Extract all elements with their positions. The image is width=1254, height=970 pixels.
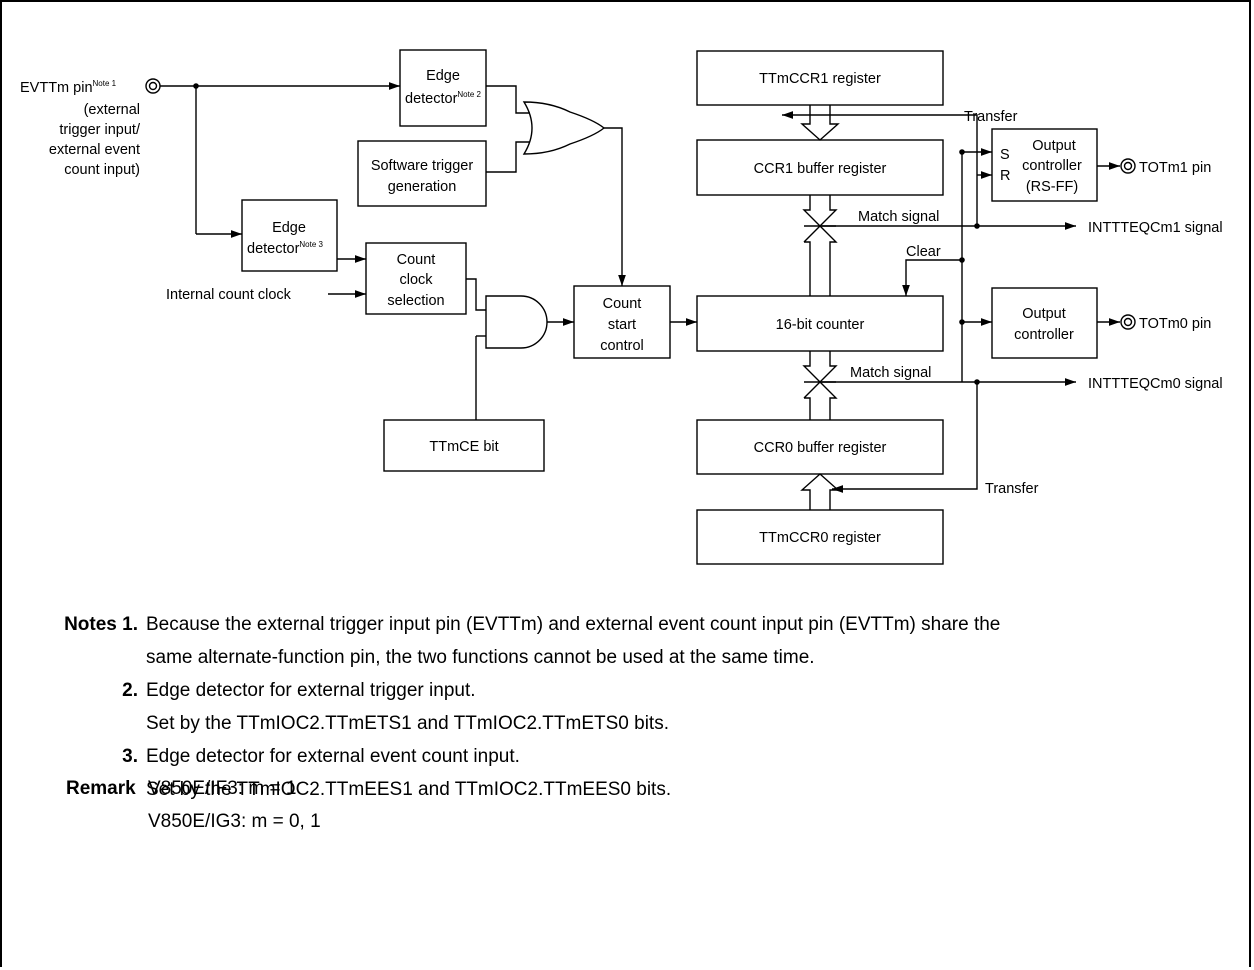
ttmccr1-register-block	[696, 50, 944, 106]
out0-label-1: Output	[1022, 306, 1066, 322]
match-signal-label-0: Match signal	[850, 365, 931, 381]
edge-detector-top-label-2: detectorNote 2	[405, 90, 482, 107]
totm0-pin-icon	[1120, 314, 1136, 330]
count-start-label-1: Count	[603, 296, 642, 312]
or-gate	[522, 101, 606, 155]
count-clock-label-2: clock	[399, 272, 433, 288]
evttm-desc-2: trigger input/	[59, 122, 141, 138]
note-1-line-2: same alternate-function pin, the two fun…	[146, 647, 815, 668]
r-input-label: R	[1000, 168, 1010, 184]
software-trigger-label-2: generation	[388, 179, 457, 195]
note-2: 2. Edge detector for external trigger in…	[40, 674, 1240, 740]
ccr1-buffer-label: CCR1 buffer register	[754, 161, 887, 177]
software-trigger-label-1: Software trigger	[371, 158, 474, 174]
note-2-line-1: Edge detector for external trigger input…	[146, 680, 476, 701]
note-2-number: 2.	[122, 680, 138, 701]
note-3-line-2: Set by the TTmIOC2.TTmEES1 and TTmIOC2.T…	[146, 779, 672, 800]
match-signal-label-1: Match signal	[858, 209, 939, 225]
evttm-desc-4: count input)	[64, 162, 140, 178]
totm0-pin-label: TOTm0 pin	[1139, 316, 1211, 332]
ttmce-bit-block	[383, 419, 545, 472]
16-bit-counter-block	[696, 295, 944, 352]
output-controller-block	[991, 287, 1098, 359]
s-input-label: S	[1000, 147, 1010, 163]
totm1-pin-label: TOTm1 pin	[1139, 160, 1211, 176]
note-3-number: 3.	[122, 746, 138, 767]
remark-line-2: V850E/IG3: m = 0, 1	[148, 811, 321, 832]
count-clock-label-1: Count	[397, 252, 436, 268]
software-trigger-block	[357, 140, 487, 207]
remark-line-1: V850E/IF3: m = 1	[148, 778, 297, 799]
evttm-desc-3: external event	[49, 142, 140, 158]
out1-label-3: (RS-FF)	[1026, 179, 1078, 195]
count-clock-label-3: selection	[387, 293, 444, 309]
notes-section: Notes 1. Because the external trigger in…	[40, 608, 1240, 806]
out1-label-1: Output	[1032, 138, 1076, 154]
note-3-line-1: Edge detector for external event count i…	[146, 746, 520, 767]
evttm-desc-1: (external	[84, 102, 140, 118]
ttmccr0-label: TTmCCR0 register	[759, 530, 881, 546]
count-start-label-2: start	[608, 317, 636, 333]
ttmccr1-label: TTmCCR1 register	[759, 71, 881, 87]
count-start-label-3: control	[600, 338, 644, 354]
and-gate	[485, 295, 548, 349]
int0-signal-label: INTTTEQCm0 signal	[1088, 376, 1223, 392]
edge-detector-top-label-1: Edge	[426, 68, 460, 84]
edge-detector-top-block	[399, 49, 487, 127]
internal-clock-label: Internal count clock	[166, 287, 292, 303]
ttmccr0-register-block	[696, 509, 944, 565]
evttm-pin-icon	[145, 78, 161, 94]
ccr0-buffer-label: CCR0 buffer register	[754, 440, 887, 456]
edge-detector-lower-label-2: detectorNote 3	[247, 240, 324, 257]
edge-detector-lower-block	[241, 199, 338, 272]
note-1-line-1: Because the external trigger input pin (…	[146, 614, 1001, 635]
counter-label: 16-bit counter	[776, 317, 865, 333]
transfer-label-1: Transfer	[964, 109, 1018, 125]
block-diagram: EVTTm pinNote 1 (external trigger input/…	[20, 49, 1223, 565]
note-1: Notes 1. Because the external trigger in…	[40, 608, 1240, 674]
transfer-label-0: Transfer	[985, 481, 1039, 497]
note-2-line-2: Set by the TTmIOC2.TTmETS1 and TTmIOC2.T…	[146, 713, 669, 734]
ttmce-bit-label: TTmCE bit	[429, 439, 498, 455]
out0-label-2: controller	[1014, 327, 1074, 343]
note-1-number: 1.	[122, 614, 138, 635]
totm1-pin-icon	[1120, 158, 1136, 174]
edge-detector-lower-label-1: Edge	[272, 220, 306, 236]
clear-label: Clear	[906, 244, 941, 260]
output-controller-rsff-block	[991, 128, 1098, 202]
remark-title: Remark	[66, 778, 136, 799]
note-3: 3. Edge detector for external event coun…	[40, 740, 1240, 806]
out1-label-2: controller	[1022, 158, 1082, 174]
remark-section: Remark V850E/IF3: m = 1 V850E/IG3: m = 0,…	[66, 772, 321, 838]
evttm-pin-label: EVTTm pinNote 1	[20, 79, 117, 96]
int1-signal-label: INTTTEQCm1 signal	[1088, 220, 1223, 236]
notes-title: Notes	[64, 614, 117, 635]
